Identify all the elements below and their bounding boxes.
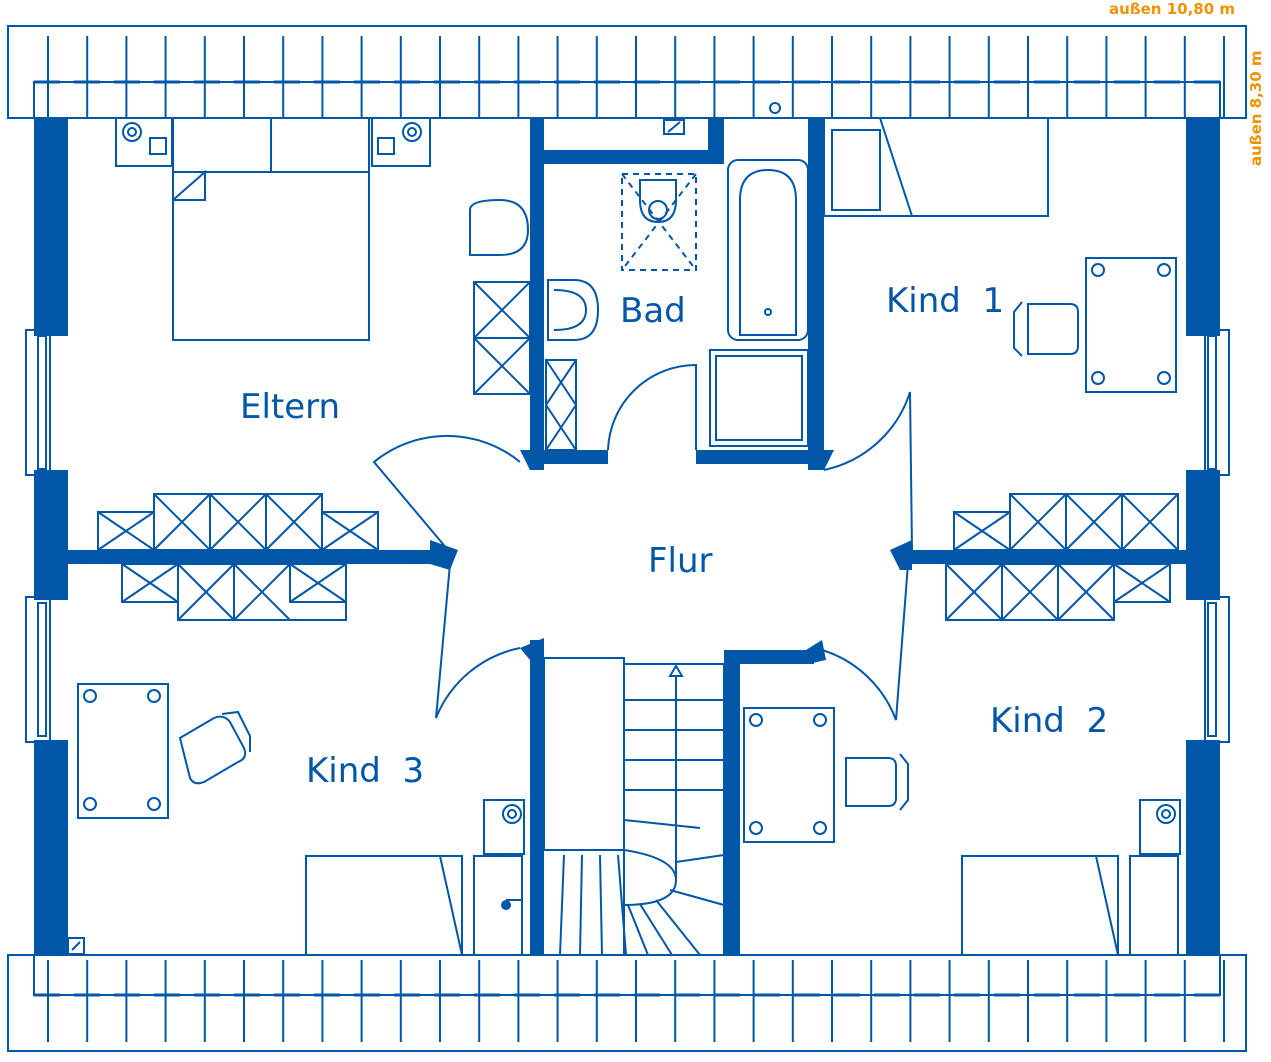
room-label-eltern: Eltern xyxy=(240,387,340,427)
roof-bottom xyxy=(7,954,1247,1052)
kind1-furniture xyxy=(823,117,1179,551)
kind2-furniture xyxy=(743,563,1181,956)
eltern-furniture xyxy=(97,117,531,551)
room-label-kind2: Kind 2 xyxy=(990,701,1108,741)
room-label-kind3: Kind 3 xyxy=(306,751,424,791)
outer-walls xyxy=(34,118,1220,955)
staircase xyxy=(543,657,725,956)
kind3-furniture xyxy=(67,563,525,956)
doors xyxy=(372,363,913,721)
outer-width-dimension: außen 10,80 m xyxy=(1109,0,1235,18)
room-label-kind1: Kind 1 xyxy=(886,281,1004,321)
room-label-flur: Flur xyxy=(648,541,713,581)
interior-walls xyxy=(68,118,1186,955)
room-label-bad: Bad xyxy=(620,291,686,331)
roof-top xyxy=(7,25,1247,119)
bad-fixtures xyxy=(545,102,809,451)
windows xyxy=(25,329,1230,743)
